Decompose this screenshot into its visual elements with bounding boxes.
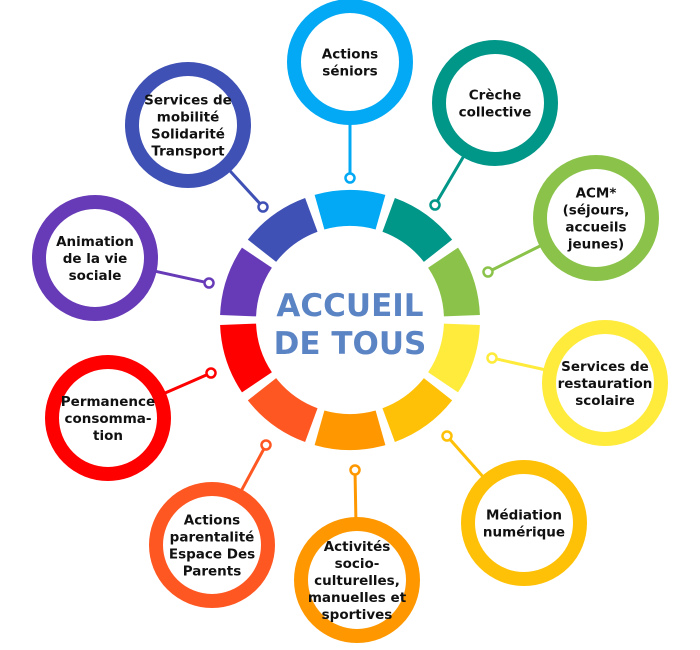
connector-line — [491, 244, 542, 272]
bubble-label-line: Services de — [561, 359, 649, 375]
bubble-label-line: séniors — [322, 64, 377, 80]
bubble-label-line: mobilité — [157, 110, 220, 126]
connector-line — [228, 169, 262, 205]
ring-segment — [428, 323, 480, 393]
bubble-label-line: consomma- — [64, 411, 151, 427]
ring-segment — [220, 323, 272, 393]
bubble-label-line: socio- — [335, 556, 380, 572]
connector-line — [164, 373, 208, 395]
bubble-label-line: ACM* — [576, 186, 617, 202]
connector-dot — [260, 439, 272, 451]
connector-dot — [429, 199, 441, 211]
bubble-label-line: Espace Des — [169, 547, 255, 563]
bubble-ring — [533, 155, 659, 281]
bubble-ring — [45, 355, 171, 481]
connector-line — [240, 448, 266, 492]
center-title-line: DE TOUS — [274, 326, 427, 362]
bubble-label-line: Actions — [322, 47, 378, 63]
bubble-ring — [432, 40, 558, 166]
bubble-ring — [149, 482, 275, 608]
bubble-label-line: Parents — [183, 564, 242, 580]
connector-line — [155, 269, 205, 284]
bubble-label-line: sportives — [322, 607, 393, 623]
bubble-label-line: Animation — [56, 234, 134, 250]
connector-line — [496, 357, 545, 372]
connector-dot — [441, 430, 453, 442]
ring-segment — [314, 410, 386, 451]
connector-line — [448, 438, 485, 478]
bubble-label-line: Actions — [184, 513, 240, 529]
bubble-label-line: culturelles, — [314, 573, 400, 589]
bubble-label-line: numérique — [483, 525, 565, 541]
bubble-label-line: scolaire — [575, 393, 635, 409]
connector-dot — [482, 266, 494, 278]
connector-line — [435, 155, 465, 202]
bubble-ring — [32, 195, 158, 321]
bubble-label-line: collective — [459, 105, 532, 121]
bubble-label-line: de la vie — [63, 251, 128, 267]
connector-dot — [344, 172, 356, 184]
bubble-label-line: manuelles et — [308, 590, 407, 606]
bubble-label-line: restauration — [558, 376, 653, 392]
bubble-label-line: Médiation — [486, 508, 562, 524]
connector-dot — [205, 367, 217, 379]
ring-segment — [247, 197, 318, 262]
ring-segment — [382, 378, 453, 443]
bubble-label-line: accueils — [565, 220, 626, 236]
bubble-ring — [287, 0, 413, 125]
ring-segment — [220, 247, 272, 317]
bubble-label-line: parentalité — [170, 530, 255, 546]
bubble-label-line: tion — [93, 428, 123, 444]
bubble-ring — [461, 460, 587, 586]
connector-dot — [349, 464, 361, 476]
center-title-line: ACCUEIL — [276, 288, 423, 324]
connector-dot — [486, 352, 498, 364]
bubble-ring — [542, 320, 668, 446]
bubble-ring — [294, 517, 420, 643]
ring-segment — [382, 197, 453, 262]
ring-segment — [314, 190, 386, 230]
bubble-label-line: Transport — [151, 144, 225, 160]
connector-dot — [257, 201, 269, 213]
bubble-ring — [125, 62, 251, 188]
bubble-label-line: jeunes) — [567, 237, 624, 253]
bubble-label-line: Crèche — [469, 88, 522, 104]
bubble-label-line: Solidarité — [151, 127, 225, 143]
connector-dot — [203, 277, 215, 289]
ring-segment — [247, 378, 318, 443]
bubble-label-line: Permanence — [61, 394, 155, 410]
bubble-label-line: Services de — [144, 93, 232, 109]
bubble-label-line: Activités — [324, 539, 391, 555]
bubble-label-line: sociale — [69, 268, 122, 284]
bubble-label-line: (séjours, — [563, 203, 630, 219]
connector-line — [353, 474, 358, 519]
ring-segment — [428, 247, 480, 317]
